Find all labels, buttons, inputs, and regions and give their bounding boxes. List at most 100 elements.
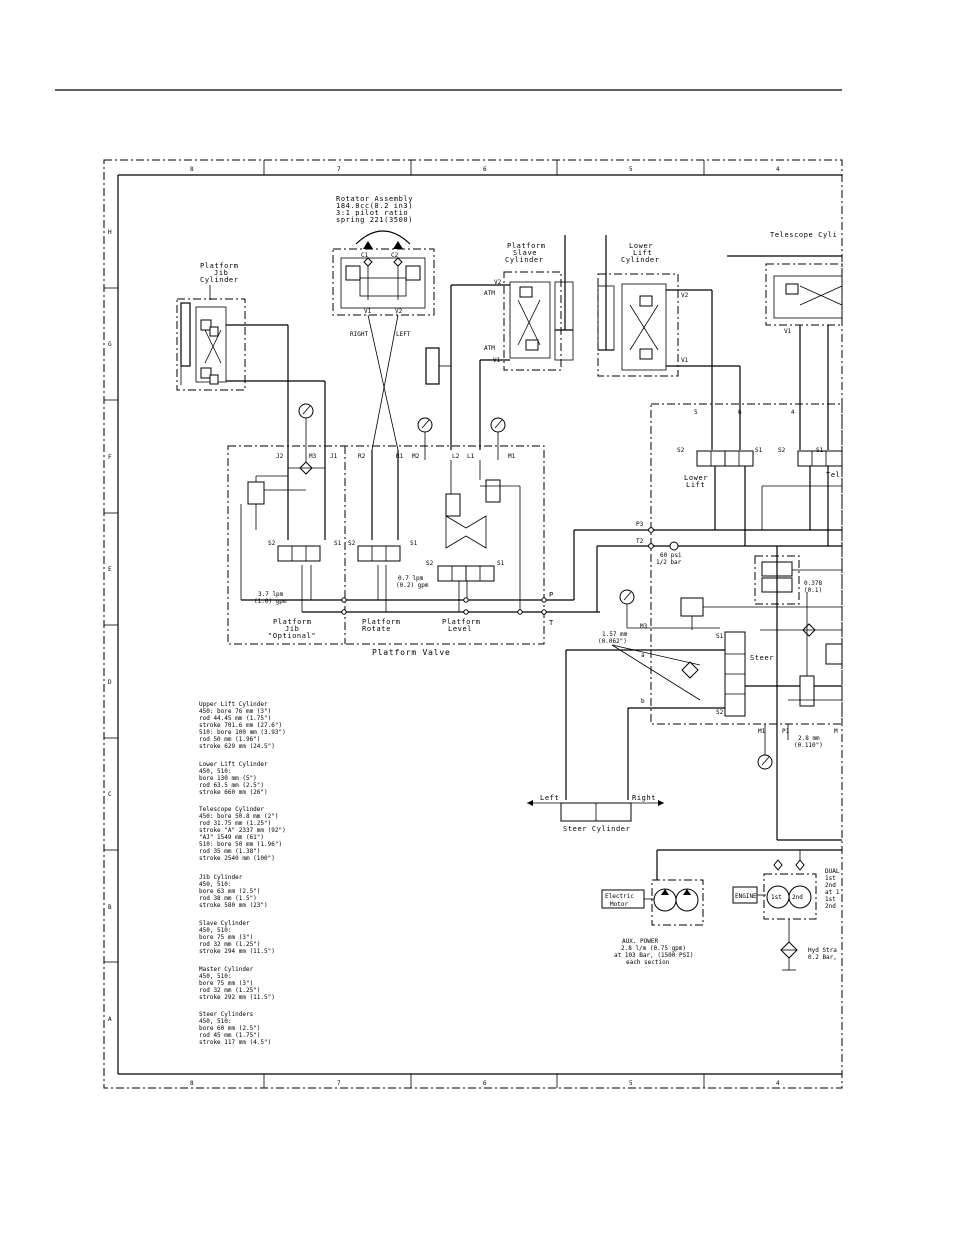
rotator-port-v2: V2 [395,308,403,315]
border-row-labels: H G F E D C B A [108,229,112,1023]
valve-port-r2: R2 [358,453,366,460]
spec-text: "AJ" 1549 mm (61") [199,834,264,841]
jib-cyl-line-1: Platform [200,262,239,270]
valve-port-j1: J1 [330,453,338,460]
slave-cyl-line-2: Slave [513,249,537,257]
valve-rotate-s1: S1 [410,540,418,547]
spec-text: 510: bore 50 mm (1.96") [199,841,282,848]
spec-text: rod 50 mm (1.96") [199,736,260,743]
valve-jib-label-2: Jib [285,625,299,633]
rc-orifice1-b: (0.1) [804,587,822,594]
dual-2: 1st [825,875,836,882]
cylinder-specs: Upper Lift Cylinder 450: bore 76 mm (3")… [199,701,286,1046]
rc-lower-s2: S2 [677,447,685,454]
rotator-right-label: RIGHT [350,331,368,338]
rc-psi-2: 1/2 bar [656,559,682,566]
spec-text: bore 75 mm (3") [199,980,253,987]
lower-port-v1: V1 [681,357,689,364]
valve-jib-s1: S1 [334,540,342,547]
platform-valve: J2 M3 J1 R2 R1 M2 L2 L1 M1 S2 S1 3.7 lp [227,325,600,657]
valve-flow-1b: (1.0) gpm [254,598,287,605]
col-label-7-bottom: 7 [337,1080,341,1087]
spec-text: rod 35 mm (1.38") [199,848,260,855]
aux-power-3: at 103 Bar, (1500 PSI) [614,952,693,959]
col-label-8-bottom: 8 [190,1080,194,1087]
rc-tel-s2: S2 [778,447,786,454]
slave-cyl-line-1: Platform [507,242,546,250]
lower-cyl-line-2: Lift [633,249,652,257]
rotator-line-3: 3:1 pilot ratio [336,209,408,217]
valve-jib-s2: S2 [268,540,276,547]
rc-steer-s1: S1 [716,633,724,640]
row-label-C: C [108,791,112,798]
spec-text: stroke 294 mm (11.5") [199,948,275,955]
lower-port-v2: V2 [681,292,689,299]
valve-port-t: T [549,619,554,627]
spec-text: Upper Lift Cylinder [199,701,268,708]
row-label-A: A [108,1016,112,1023]
rc-port-m3: M3 [640,623,648,630]
valve-port-j2: J2 [276,453,284,460]
aux-power-2: 2.8 l/m (0.75 gpm) [621,945,686,952]
platform-jib-cylinder: Platform Jib Cylinder [176,262,325,391]
valve-port-m3: M3 [309,453,317,460]
spec-text: bore 63 mm (2.5") [199,888,260,895]
col-label-5-bottom: 5 [629,1080,633,1087]
spec-text: rod 32 mm (1.25") [199,941,260,948]
spec-text: stroke 2540 mm (100") [199,855,275,862]
valve-port-r1: R1 [396,453,404,460]
spec-upper-lift: Upper Lift Cylinder 450: bore 76 mm (3")… [199,701,286,750]
spec-text: Master Cylinder [199,966,254,973]
spec-text: 450, 510: [199,768,232,775]
spec-text: Jib Cylinder [199,874,243,881]
spec-text: 450, 510: [199,973,232,980]
valve-level-s1: S1 [497,560,505,567]
lower-cyl-line-3: Cylinder [621,256,660,264]
rc-port-p1: P1 [782,728,790,735]
rotator-port-c2: C2 [391,252,399,259]
pump-2nd: 2nd [792,894,803,901]
rc-steer-s2: S2 [716,709,724,716]
spec-text: stroke 629 mm (24.5") [199,743,275,750]
electric-motor-2: Motor [610,901,628,908]
spec-text: rod 38 mm (1.5") [199,895,257,902]
valve-flow-2a: 0.7 lpm [398,575,424,582]
spec-text: 450: bore 76 mm (3") [199,708,271,715]
valve-jib-label-1: Platform [273,618,312,626]
row-label-E: E [108,566,112,573]
spec-text: bore 75 mm (3") [199,934,253,941]
spec-text: rod 31.75 mm (1.25") [199,820,271,827]
valve-level-label-1: Platform [442,618,481,626]
row-label-B: B [108,904,112,911]
rc-lower-lift-2: Lift [686,481,705,489]
dual-6: 2nd [825,903,836,910]
valve-jib-label-3: "Optional" [268,632,316,640]
rotator-port-c1: C1 [361,252,369,259]
rc-orifice3-a: 2.8 mm [798,735,820,742]
spec-text: rod 63.5 mm (2.5") [199,782,264,789]
spec-text: Steer Cylinders [199,1011,254,1018]
telescope-label: Telescope Cyli [770,231,837,239]
valve-flow-2b: (0.2) gpm [396,582,429,589]
col-label-6-bottom: 6 [483,1080,487,1087]
hyd-strainer-2: 0.2 Bar, [808,954,837,961]
spec-telescope: Telescope Cylinder 450: bore 50.8 mm (2"… [199,806,286,862]
main-control-valve: 5 6 4 S2 S1 Lower Lift S2 S1 Tel P3 T2 6… [552,403,843,840]
rc-port-p3: P3 [636,521,644,528]
spec-text: 450: bore 50.8 mm (2") [199,813,278,820]
spec-text: stroke 701.6 mm (27.6") [199,722,282,729]
pump-1st: 1st [771,894,782,901]
rc-port-m: M [834,728,838,735]
spec-text: stroke 580 mm (23") [199,902,268,909]
col-label-6: 6 [483,166,487,173]
hyd-strainer-1: Hyd Stra [808,947,837,954]
steer-cylinder-label: Steer Cylinder [563,825,630,833]
dual-1: DUAL [825,868,840,875]
valve-port-l2: L2 [452,453,460,460]
aux-power-4: each section [626,959,670,966]
row-label-G: G [108,341,112,348]
rotator-line-4: spring 221(3500) [336,216,413,224]
valve-port-p: P [549,591,554,599]
